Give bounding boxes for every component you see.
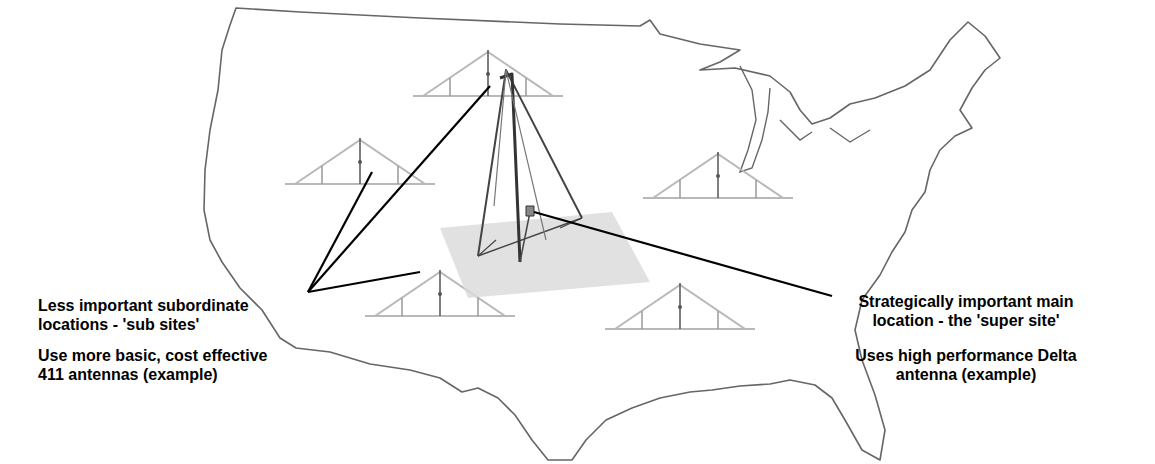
super-site-label: Strategically important main location - … <box>826 292 1106 330</box>
leader-line <box>308 86 832 296</box>
great-lakes <box>740 66 870 172</box>
super-site-note: Uses high performance Delta antenna (exa… <box>826 346 1106 384</box>
us-outline <box>204 8 1000 460</box>
super-site-ground <box>440 212 650 298</box>
delta-antenna <box>478 70 582 262</box>
sub-site-note: Use more basic, cost effective 411 anten… <box>38 346 288 384</box>
sub-site-label: Less important subordinate locations - '… <box>38 296 278 334</box>
